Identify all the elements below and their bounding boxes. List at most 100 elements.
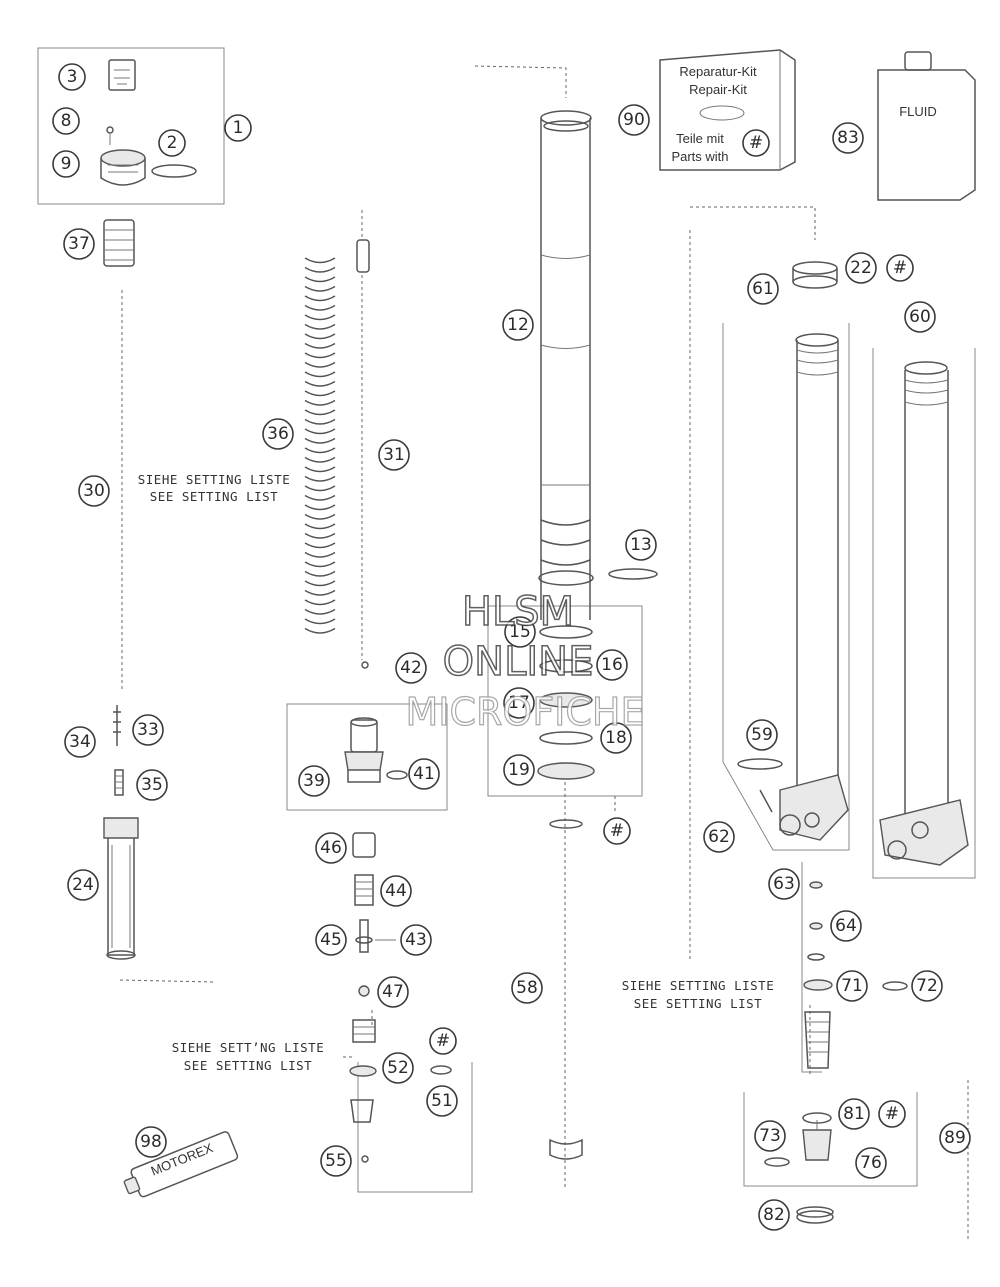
callout-36: 36 — [262, 418, 294, 450]
spring-assembly — [103, 219, 370, 960]
callout-label: 37 — [68, 234, 90, 254]
callout-circle — [886, 254, 914, 282]
callout-label: 47 — [382, 982, 404, 1002]
callout-label: 98 — [140, 1132, 162, 1152]
fork-cap-assembly — [100, 59, 197, 186]
callout-label: 90 — [623, 110, 645, 130]
note-left-1: SIEHE SETTING LISTE — [138, 472, 291, 487]
callout-circle — [52, 150, 80, 178]
callout-label: 71 — [841, 976, 863, 996]
callout-64: 64 — [830, 910, 862, 942]
callout-label: 62 — [708, 827, 730, 847]
callout-label: # — [610, 821, 624, 841]
callout-58: 58 — [511, 972, 543, 1004]
callout-circle — [878, 1100, 906, 1128]
callout-label: 81 — [843, 1104, 865, 1124]
callout-label: 46 — [320, 838, 342, 858]
callout-circle — [378, 439, 410, 471]
callout-17: 17 — [503, 687, 535, 719]
callout-60: 60 — [904, 301, 936, 333]
callout-label: 22 — [850, 258, 872, 278]
callout-circle — [747, 273, 779, 305]
callout-label: 43 — [405, 930, 427, 950]
callout-label: 9 — [61, 154, 72, 174]
callout-89: 89 — [939, 1122, 971, 1154]
callout-circle — [742, 129, 770, 157]
callout-label: 15 — [509, 622, 531, 642]
callout-circle — [408, 758, 440, 790]
callout-circle — [703, 821, 735, 853]
callout-61: 61 — [747, 273, 779, 305]
callout-circle — [618, 104, 650, 136]
callout-circle — [502, 309, 534, 341]
compression-assembly — [764, 881, 908, 1224]
callout-19: 19 — [503, 754, 535, 786]
callout-label: 2 — [167, 133, 178, 153]
note-right-2: SEE SETTING LIST — [634, 996, 762, 1011]
callout-label: 51 — [431, 1091, 453, 1111]
note-left-2: SEE SETTING LIST — [150, 489, 278, 504]
note-bl-2: SEE SETTING LIST — [184, 1058, 312, 1073]
callout-label: 41 — [413, 764, 435, 784]
callout-82: 82 — [758, 1199, 790, 1231]
callout-circle — [845, 252, 877, 284]
callout-label: 72 — [916, 976, 938, 996]
callout-label: 64 — [835, 916, 857, 936]
callout-label: 30 — [83, 481, 105, 501]
callout-circle — [395, 652, 427, 684]
callout-circle — [758, 1199, 790, 1231]
callout-circle — [838, 1098, 870, 1130]
callout-circle — [158, 129, 186, 157]
callout-1: 1 — [224, 114, 252, 142]
callout-circle — [503, 754, 535, 786]
callout-label: 58 — [516, 978, 538, 998]
callout-hash: # — [742, 129, 770, 157]
callout-circle — [836, 970, 868, 1002]
fluid-container: FLUID — [877, 51, 976, 201]
callout-label: # — [885, 1104, 899, 1124]
note-bl-1: SIEHE SETT’NG LISTE — [172, 1040, 325, 1055]
callout-41: 41 — [408, 758, 440, 790]
callout-circle — [320, 1145, 352, 1177]
callout-label: 76 — [860, 1153, 882, 1173]
callout-90: 90 — [618, 104, 650, 136]
callout-circle — [746, 719, 778, 751]
callout-55: 55 — [320, 1145, 352, 1177]
callout-label: 52 — [387, 1058, 409, 1078]
callout-62: 62 — [703, 821, 735, 853]
callout-circle — [298, 765, 330, 797]
callout-31: 31 — [378, 439, 410, 471]
leader-lines — [119, 65, 969, 1240]
callout-45: 45 — [315, 924, 347, 956]
callout-label: # — [749, 133, 763, 153]
kit-line2: Repair-Kit — [689, 82, 747, 97]
callout-circle — [768, 868, 800, 900]
callout-label: 73 — [759, 1126, 781, 1146]
callout-label: 24 — [72, 875, 94, 895]
callout-37: 37 — [63, 228, 95, 260]
callout-circle — [262, 418, 294, 450]
damper-assembly: MOTOREX — [123, 717, 452, 1198]
callout-39: 39 — [298, 765, 330, 797]
callout-label: 3 — [67, 67, 78, 87]
callout-circle — [382, 1052, 414, 1084]
callout-label: 18 — [605, 728, 627, 748]
callout-circle — [596, 649, 628, 681]
callout-circle — [377, 976, 409, 1008]
callout-33: 33 — [132, 714, 164, 746]
callout-label: 61 — [752, 279, 774, 299]
callout-9: 9 — [52, 150, 80, 178]
callout-3: 3 — [58, 63, 86, 91]
callout-label: 39 — [303, 771, 325, 791]
callout-label: 17 — [508, 693, 530, 713]
callout-circle — [939, 1122, 971, 1154]
callout-72: 72 — [911, 970, 943, 1002]
callout-label: 60 — [909, 307, 931, 327]
callout-12: 12 — [502, 309, 534, 341]
callout-hash: # — [429, 1027, 457, 1055]
callout-30: 30 — [78, 475, 110, 507]
callout-63: 63 — [768, 868, 800, 900]
callout-59: 59 — [746, 719, 778, 751]
kit-line1: Reparatur-Kit — [679, 64, 757, 79]
